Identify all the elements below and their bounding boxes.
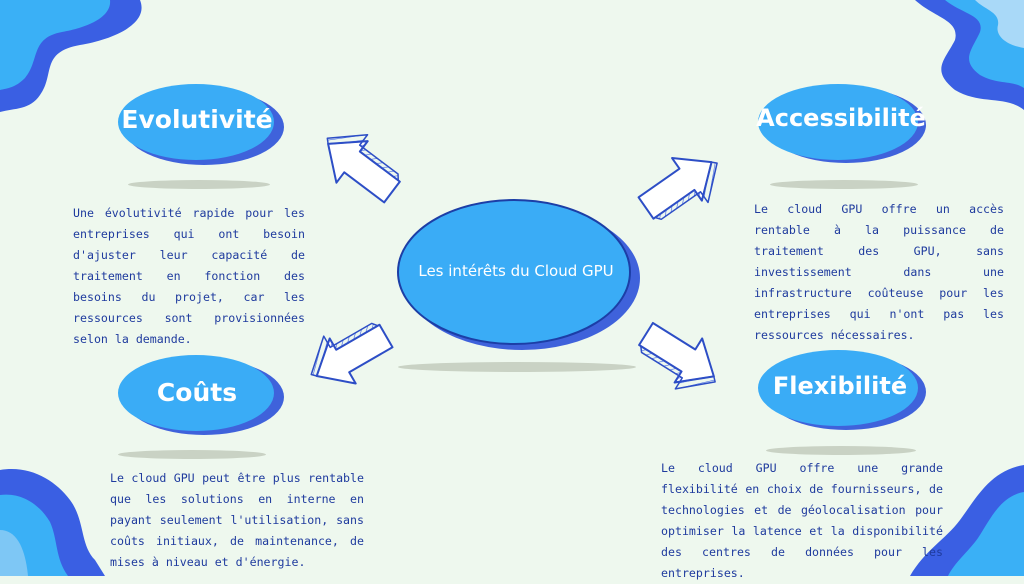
arrow-to-couts xyxy=(296,308,400,402)
center-title: Les intérêts du Cloud GPU xyxy=(418,262,614,280)
topic-title-flexibilite: Flexibilité xyxy=(772,372,908,400)
shadow-accessibilite xyxy=(770,180,918,189)
topic-text-evolutivite: Une évolutivité rapide pour les entrepri… xyxy=(73,206,305,346)
wave-top-left-light xyxy=(0,0,111,90)
topic-text-flexibilite: Le cloud GPU offre une grande flexibilit… xyxy=(661,461,943,580)
topic-title-evolutivite: Evolutivité xyxy=(121,105,273,134)
topic-text-couts: Le cloud GPU peut être plus rentable que… xyxy=(110,471,364,569)
bubble-evolutivite xyxy=(118,84,284,165)
topic-title-accessibilite: Accessibilité xyxy=(756,104,926,132)
wave-top-right-pale xyxy=(975,0,1024,48)
shadow-couts xyxy=(118,450,266,459)
shadow-center xyxy=(398,362,636,372)
shadow-evolutivite xyxy=(128,180,270,189)
bubble-couts xyxy=(118,355,284,435)
arrow-to-flexibilite xyxy=(628,310,733,406)
bubble-center xyxy=(397,199,640,350)
bubble-accessibilite xyxy=(758,84,926,163)
arrow-to-evolutivite xyxy=(308,115,412,214)
topic-text-accessibilite: Le cloud GPU offre un accès rentable à l… xyxy=(754,202,1004,342)
bubble-flexibilite xyxy=(758,350,926,430)
arrow-to-accessibilite xyxy=(630,137,734,235)
wave-bottom-right-light xyxy=(948,492,1024,576)
topic-title-couts: Coûts xyxy=(156,378,238,407)
wave-bottom-left-pale xyxy=(0,530,28,576)
shadow-flexibilite xyxy=(766,446,916,455)
